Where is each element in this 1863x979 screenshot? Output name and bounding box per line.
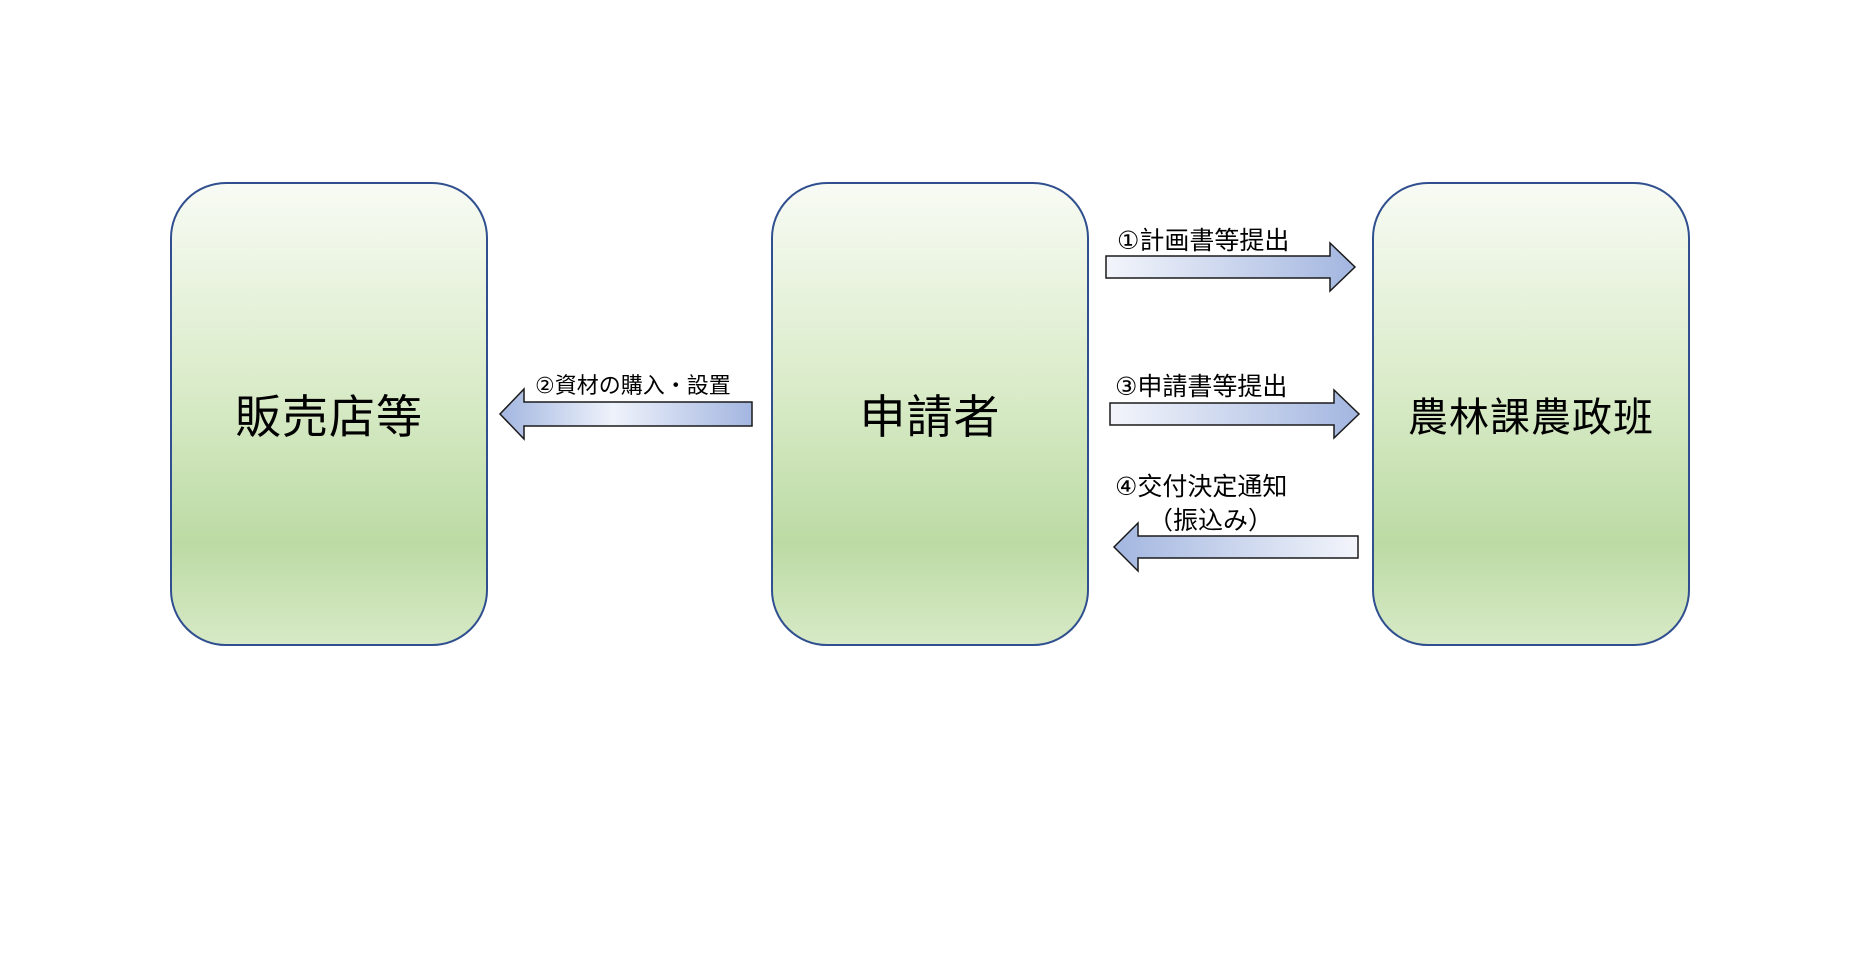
purchase-arrow <box>498 387 753 441</box>
store-node: 販売店等 <box>170 182 488 646</box>
decision-label-line1: ④交付決定通知 <box>1115 472 1288 501</box>
plan-submit-arrow <box>1105 241 1357 293</box>
decision-label-line2: （振込み） <box>1148 506 1274 535</box>
application-submit-label: ③申請書等提出 <box>1115 372 1288 401</box>
office-label: 農林課農政班 <box>1408 395 1654 441</box>
applicant-node: 申請者 <box>771 182 1089 646</box>
store-label: 販売店等 <box>235 390 423 444</box>
application-submit-arrow <box>1109 388 1361 440</box>
plan-submit-label: ①計画書等提出 <box>1117 226 1290 255</box>
office-node: 農林課農政班 <box>1372 182 1690 646</box>
applicant-label: 申請者 <box>859 390 1001 444</box>
purchase-label: ②資材の購入・設置 <box>535 374 731 399</box>
decision-arrow <box>1112 521 1359 573</box>
